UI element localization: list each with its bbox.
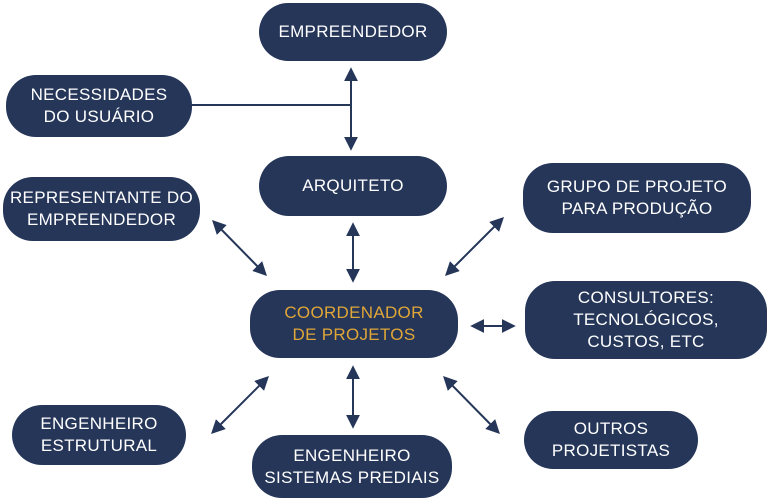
node-label-line: PARA PRODUÇÃO <box>561 199 713 218</box>
node-outros-projetistas: OUTROS PROJETISTAS <box>524 411 698 469</box>
node-necessidades-do-usuario: NECESSIDADES DO USUÁRIO <box>6 75 192 137</box>
node-label-line: SISTEMAS PREDIAIS <box>264 467 440 487</box>
node-label-line: CONSULTORES: <box>577 288 715 307</box>
node-label-line: EMPREENDEDOR <box>278 22 428 41</box>
grupo-coordenador-arrow <box>445 217 504 276</box>
node-consultores: CONSULTORES: TECNOLÓGICOS, CUSTOS, ETC <box>525 281 767 359</box>
node-label-line: TECNOLÓGICOS, <box>573 310 719 329</box>
node-label-line: PROJETISTAS <box>551 441 671 460</box>
node-empreendedor: EMPREENDEDOR <box>259 3 447 61</box>
node-label-line: ARQUITETO <box>302 176 404 195</box>
node-label-line: GRUPO DE PROJETO <box>546 177 728 196</box>
node-engenheiro-estrutural: ENGENHEIRO ESTRUTURAL <box>12 405 186 465</box>
node-label-line: NECESSIDADES <box>30 85 168 104</box>
node-label-line: REPRESENTANTE DO <box>9 188 193 207</box>
node-label-line: ENGENHEIRO <box>293 445 411 465</box>
node-label-line: CUSTOS, ETC <box>587 332 705 351</box>
representante-coordenador-arrow <box>212 220 267 276</box>
coordenador-estrutural-arrow <box>211 376 269 434</box>
node-label-line: OUTROS <box>573 419 649 438</box>
node-arquiteto: ARQUITETO <box>259 156 447 216</box>
node-label-line: COORDENADOR <box>284 303 424 322</box>
coordenador-outros-arrow <box>443 376 500 434</box>
node-label-line: EMPREENDEDOR <box>26 210 177 229</box>
node-label-line: ENGENHEIRO <box>40 414 158 433</box>
node-label-line: DO USUÁRIO <box>43 107 155 126</box>
node-label-line: ESTRUTURAL <box>40 436 158 455</box>
node-grupo-de-projeto: GRUPO DE PROJETO PARA PRODUÇÃO <box>523 163 751 233</box>
node-coordenador-de-projetos: COORDENADOR DE PROJETOS <box>250 290 458 358</box>
node-label-line: DE PROJETOS <box>292 325 416 344</box>
node-representante-do-empreendedor: REPRESENTANTE DO EMPREENDEDOR <box>3 177 200 241</box>
